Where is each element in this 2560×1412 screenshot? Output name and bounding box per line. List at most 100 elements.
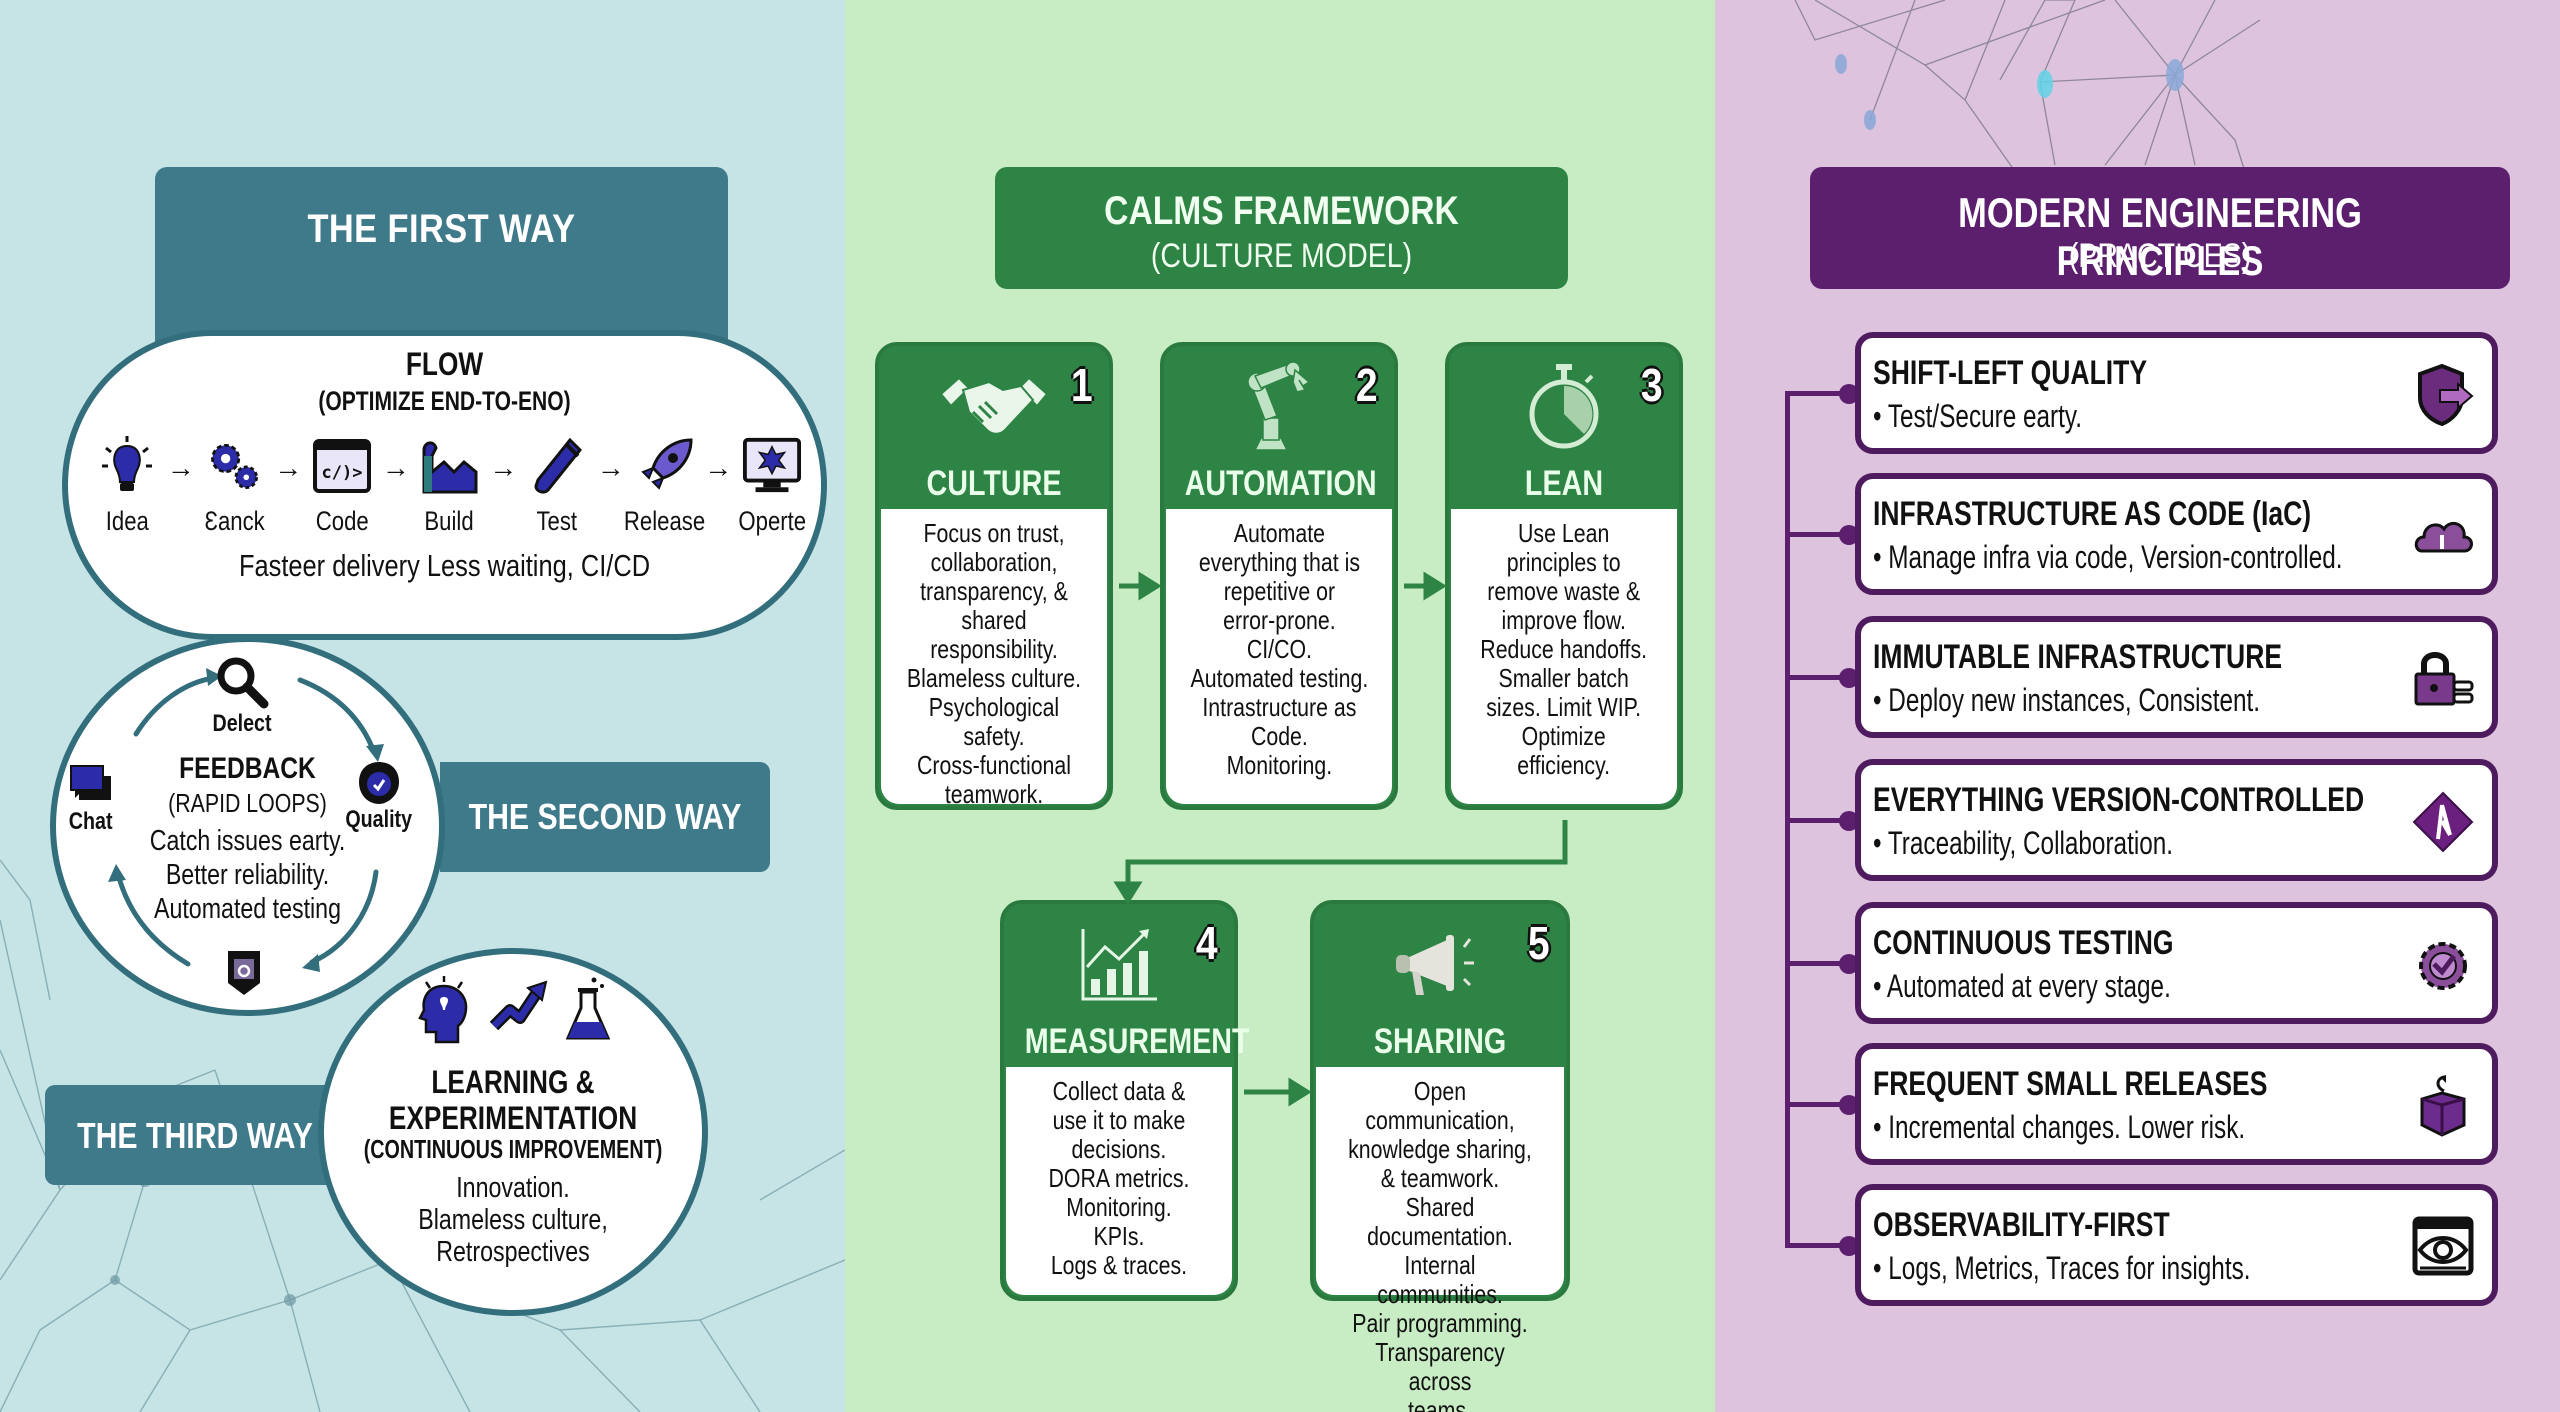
flow-step-test: Test — [518, 436, 596, 537]
card-name: AUTOMATION — [1184, 464, 1377, 503]
calms-title: CALMS FRAMEWORK — [1104, 189, 1459, 233]
calms-card-lean: 3 LEAN Use Lean principles to remove was… — [1445, 342, 1683, 810]
learning-line: Blameless culture, — [418, 1204, 608, 1236]
third-way-label: THE THIRD WAY — [77, 1115, 313, 1156]
practice-card-continuous-testing: CONTINUOUS TESTING • Automated at every … — [1855, 902, 2498, 1024]
practice-title: INFRASTRUCTURE AS CODE (IaC) — [1873, 495, 2312, 533]
flow-steps: Idea → Ɛanck → c/)> Code → Bui — [88, 436, 811, 546]
calms-card-automation: 2 AUTOMATION Automate everything that is… — [1160, 342, 1398, 810]
card-body-text: Automate everything that is repetitive o… — [1190, 518, 1368, 780]
feedback-circle: Delect Quality Chat FEEDBACK (RAPID LOOP… — [50, 636, 445, 1016]
modern-engineering-panel: MODERN ENGINEERING PRINCIPLES (PRACTICES… — [1715, 0, 2560, 1412]
learning-title-line2: EXPERIMENTATION — [388, 1100, 638, 1136]
arrow-head — [1138, 571, 1162, 601]
connector-tick — [1785, 961, 1855, 966]
connector-tick — [1785, 391, 1855, 396]
second-way-tab: THE SECOND WAY — [440, 762, 770, 872]
learning-title: LEARNING & EXPERIMENTATION — [358, 1064, 668, 1136]
calms-connectors — [1113, 571, 1568, 1107]
feedback-node-chat: Chat — [64, 764, 117, 836]
flow-step-idea: Idea — [88, 436, 166, 537]
arrow-icon: → — [704, 452, 733, 483]
connector-dot — [1839, 525, 1859, 545]
megaphone-icon — [1385, 920, 1495, 1010]
learning-circle: LEARNING & EXPERIMENTATION (CONTINUOUS I… — [318, 948, 708, 1316]
practice-title: SHIFT-LEFT QUALITY — [1873, 354, 2148, 392]
practice-card-iac: INFRASTRUCTURE AS CODE (IaC) • Manage in… — [1855, 473, 2498, 595]
third-way-tab: THE THIRD WAY — [45, 1085, 345, 1185]
arrow-head — [1288, 1077, 1312, 1107]
magnifier-icon — [217, 657, 269, 709]
flow-step-label: Ɛanck — [204, 506, 265, 536]
arrow-icon: → — [596, 452, 625, 483]
bar-chart-icon — [1064, 920, 1174, 1010]
feedback-node-detect: Delect — [206, 654, 278, 738]
card-number: 4 — [1196, 917, 1219, 969]
gears-icon — [205, 436, 265, 496]
flow-step-build: Build — [411, 436, 489, 537]
connector-tick — [1785, 1102, 1855, 1107]
connector-tick — [1785, 675, 1855, 680]
practice-desc: • Automated at every stage. — [1873, 968, 2171, 1004]
head-lightbulb-icon — [418, 976, 468, 1044]
gear-check-icon — [2419, 942, 2467, 990]
card-name: LEAN — [1524, 464, 1604, 503]
first-way-label: THE FIRST WAY — [307, 207, 576, 251]
shield-icon — [228, 951, 260, 995]
practice-card-small-releases: FREQUENT SMALL RELEASES • Incremental ch… — [1855, 1043, 2498, 1165]
connector-dot — [1839, 811, 1859, 831]
feedback-node-secure — [224, 947, 264, 997]
feedback-line: Better reliability. — [165, 859, 330, 891]
connector-tick — [1785, 1243, 1855, 1248]
practice-desc: • Traceability, Collaboration. — [1873, 825, 2174, 861]
handshake-icon — [939, 362, 1049, 452]
card-body: Automate everything that is repetitive o… — [1166, 509, 1392, 804]
package-icon — [2420, 1075, 2466, 1137]
card-number: 1 — [1071, 359, 1094, 411]
test-tube-icon — [527, 436, 587, 496]
second-way-label: THE SECOND WAY — [468, 796, 742, 837]
learning-line: Retrospectives — [436, 1236, 590, 1268]
feedback-subtitle: (RAPID LOOPS) — [168, 788, 327, 818]
feedback-line: Catch issues earty. — [149, 825, 346, 857]
arrow-icon: → — [166, 452, 195, 483]
arrow-lean-measurement — [1125, 820, 1568, 888]
practice-card-shift-left: SHIFT-LEFT QUALITY • Test/Secure earty. — [1855, 332, 2498, 454]
modern-engineering-header: MODERN ENGINEERING PRINCIPLES (PRACTICES… — [1810, 167, 2510, 289]
practice-title: IMMUTABLE INFRASTRUCTURE — [1873, 638, 2283, 676]
feedback-node-quality: Quality — [338, 760, 419, 834]
trend-arrow-icon — [490, 980, 548, 1031]
arrow-icon: → — [489, 452, 518, 483]
practice-desc: • Deploy new instances, Consistent. — [1873, 682, 2261, 718]
flow-step-code: c/)> Code — [303, 436, 381, 537]
card-name: SHARING — [1373, 1022, 1507, 1061]
robot-arm-icon — [1224, 362, 1334, 452]
calms-header: CALMS FRAMEWORK (CULTURE MODEL) — [995, 167, 1568, 289]
modern-engineering-subtitle: (PRACTICES) — [2068, 237, 2252, 275]
flow-step-label: Build — [424, 506, 475, 536]
card-body-text: Focus on trust, collaboration, transpare… — [906, 518, 1082, 809]
practice-card-observability: OBSERVABILITY-FIRST • Logs, Metrics, Tra… — [1855, 1184, 2498, 1306]
shield-arrow-icon — [2418, 364, 2474, 426]
flow-step-label: Operte — [738, 506, 806, 536]
feedback-node-label: Quality — [345, 806, 413, 833]
flow-step-plan: Ɛanck — [196, 436, 274, 537]
flow-step-release: Release — [624, 436, 705, 537]
practice-desc: • Test/Secure earty. — [1873, 398, 2083, 434]
feedback-loop-arrows — [108, 668, 384, 972]
connector-tick — [1785, 818, 1855, 823]
svg-text:c/)>: c/)> — [322, 463, 363, 483]
calms-card-culture: 1 CULTURE Focus on trust, collaboration,… — [875, 342, 1113, 810]
connector-dot — [1839, 954, 1859, 974]
practice-desc: • Logs, Metrics, Traces for insights. — [1873, 1250, 2251, 1286]
arrow-head — [1423, 571, 1447, 601]
feedback-lines: Catch issues earty. Better reliability. … — [94, 824, 400, 926]
flow-title: FLOW — [405, 346, 484, 382]
connector-tick — [1785, 532, 1855, 537]
card-body-text: Use Lean principles to remove waste & im… — [1480, 518, 1648, 780]
lock-server-icon — [2414, 652, 2474, 706]
practice-title: EVERYTHING VERSION-CONTROLLED — [1873, 781, 2365, 819]
card-body: Focus on trust, collaboration, transpare… — [881, 509, 1107, 809]
learning-line: Innovation. — [456, 1172, 570, 1204]
learning-lines: Innovation. Blameless culture, Retrospec… — [362, 1172, 664, 1268]
